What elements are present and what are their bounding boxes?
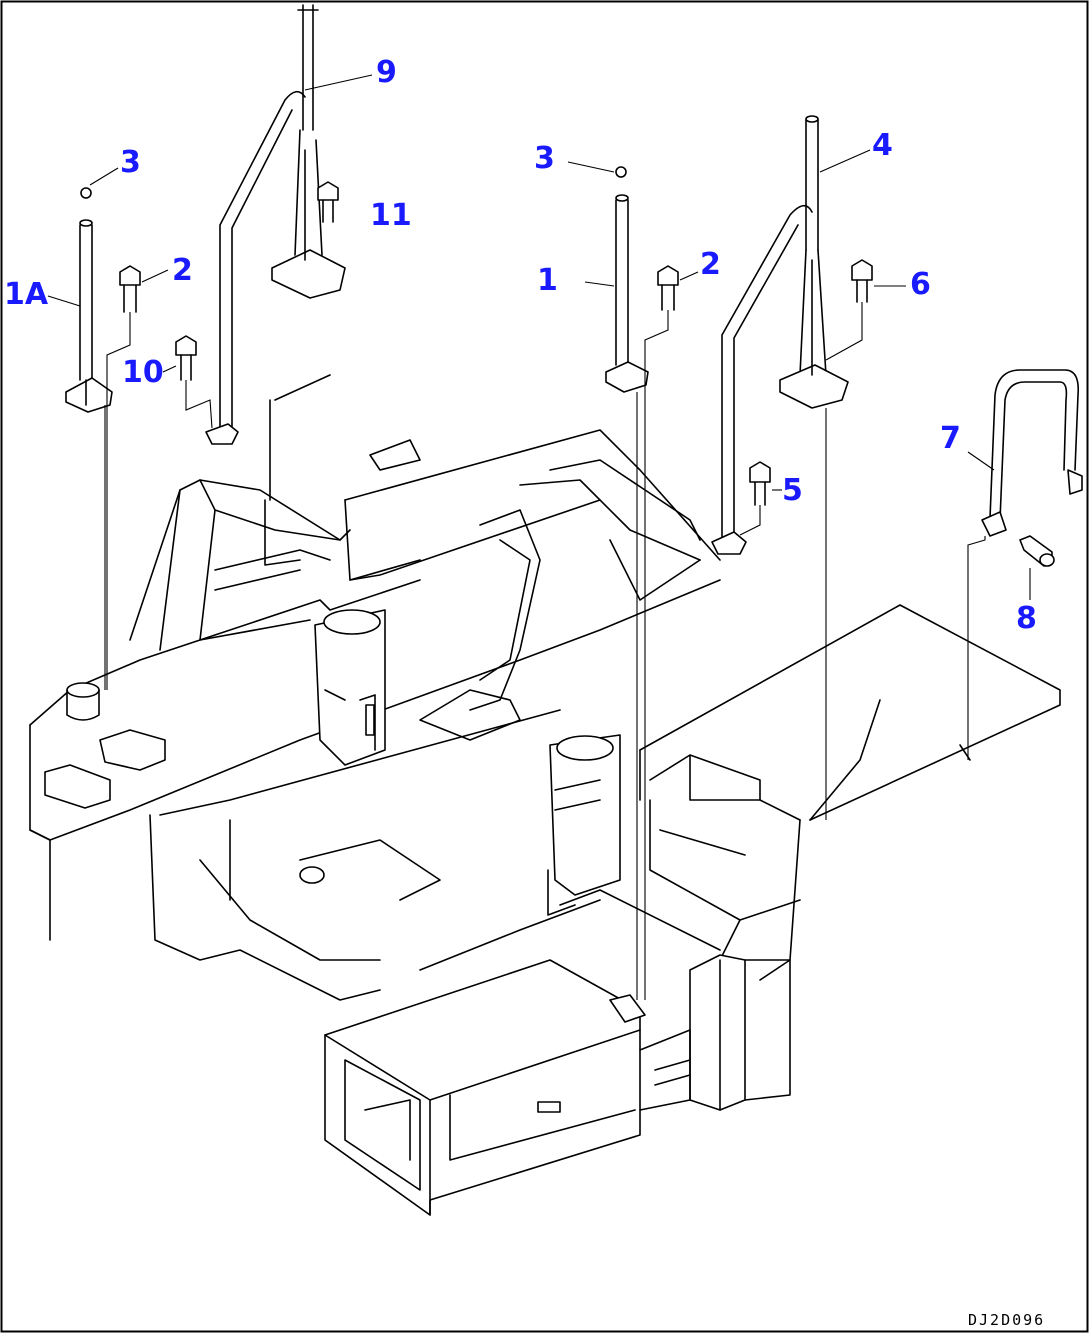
callout-2-right: 2 (700, 247, 721, 282)
callout-9: 9 (376, 55, 397, 90)
callout-3-right: 3 (534, 141, 555, 176)
part-4-pillar (779, 115, 849, 409)
callout-10: 10 (122, 355, 164, 390)
part-6-bolt (851, 259, 873, 303)
callout-labels: 1A 3 2 10 9 11 3 1 2 4 6 5 7 8 (4, 55, 1037, 636)
part-1A-post (65, 219, 113, 413)
callout-4: 4 (872, 128, 893, 163)
callout-6: 6 (910, 267, 931, 302)
callout-3-left: 3 (120, 145, 141, 180)
drawing-code: DJ2D096 (968, 1311, 1045, 1329)
part-3-cap-right (615, 166, 627, 178)
part-8-pin (1019, 535, 1055, 567)
callout-1: 1 (537, 263, 558, 298)
part-7-grab-handle (981, 369, 1083, 537)
callout-2-left: 2 (172, 253, 193, 288)
part-2-bolt-right (657, 265, 679, 311)
leader-lines (47, 74, 1031, 1000)
callout-5: 5 (782, 473, 803, 508)
part-3-cap-left (80, 187, 92, 199)
callout-11: 11 (370, 198, 412, 233)
part-10-bolt (175, 335, 197, 381)
callout-7: 7 (940, 421, 961, 456)
machine-frame (29, 374, 1061, 1216)
part-2-bolt-left (119, 265, 141, 313)
part-5-bolt (749, 461, 771, 506)
part-4-handrail (711, 204, 813, 555)
callout-1A: 1A (4, 277, 49, 312)
part-11-pillar (271, 4, 346, 299)
callout-8: 8 (1016, 601, 1037, 636)
part-1-post (605, 194, 649, 393)
